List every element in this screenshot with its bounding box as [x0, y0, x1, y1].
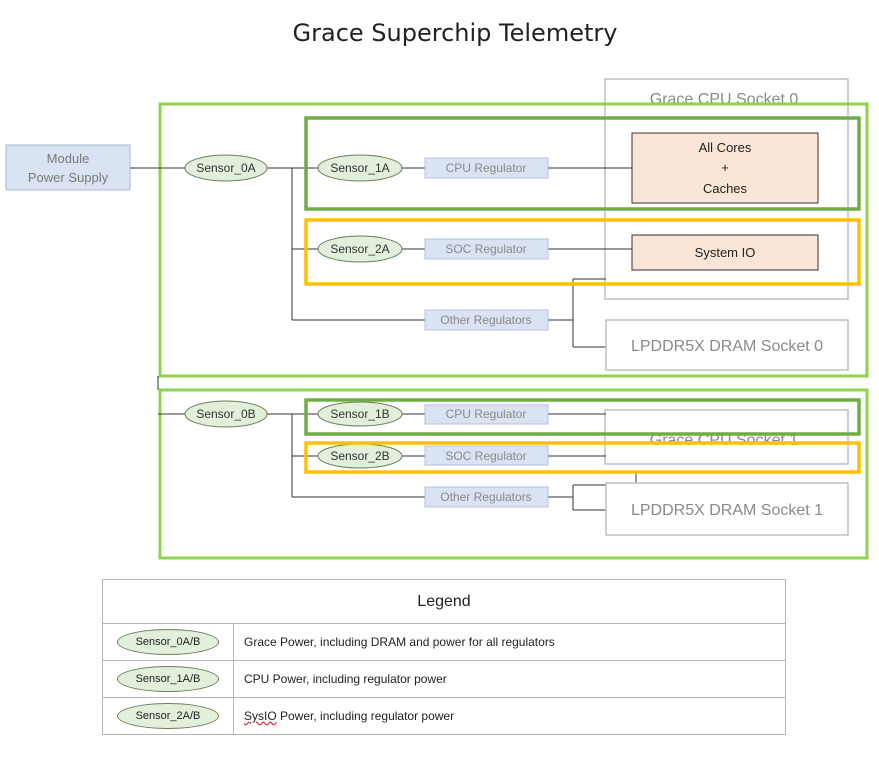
legend-sensor-0-pill: Sensor_0A/B: [117, 629, 219, 655]
sensor-1a-label: Sensor_1A: [330, 161, 389, 175]
cores-label-line1: All Cores: [699, 140, 752, 155]
soc-domain-0-frame: [304, 218, 861, 286]
dram-socket-0-label: LPDDR5X DRAM Socket 0: [631, 338, 823, 355]
sensor-0b-node: [184, 400, 268, 428]
dram-socket-0-box: [605, 319, 849, 371]
legend-description-2-rest: Power, including regulator power: [276, 709, 455, 723]
socket-1-wires: [158, 413, 637, 511]
legend-row: Sensor_1A/B CPU Power, including regulat…: [102, 660, 786, 698]
socket-1-frame: [158, 388, 869, 560]
cpu-regulator-0-box: [424, 157, 549, 179]
other-regulators-0-box: [424, 309, 549, 331]
soc-domain-1-frame: [304, 441, 861, 474]
cpu-socket-1-box: [604, 409, 849, 465]
sensor-1b-label: Sensor_1B: [330, 407, 389, 421]
socket-0-frame: [158, 102, 869, 378]
sensor-2a-label: Sensor_2A: [330, 242, 389, 256]
soc-regulator-0-box: [424, 238, 549, 260]
cores-label-line3: Caches: [703, 181, 748, 196]
other-regulators-1-label: Other Regulators: [440, 490, 531, 504]
sensor-1a-node: [317, 154, 403, 182]
module-label-line2: Power Supply: [28, 170, 109, 185]
all-cores-caches-box: [631, 132, 819, 204]
cpu-domain-1-frame: [304, 398, 861, 436]
dram-socket-1-box: [605, 482, 849, 536]
soc-regulator-0-label: SOC Regulator: [445, 242, 526, 256]
cores-label-line2: +: [721, 160, 729, 175]
module-power-supply-box: [5, 144, 131, 191]
legend-sensor-2-pill: Sensor_2A/B: [117, 703, 219, 729]
legend-description-1: CPU Power, including regulator power: [233, 660, 786, 698]
sensor-1b-node: [317, 401, 403, 427]
legend-description-2-word: SysIO: [244, 709, 277, 723]
legend-sensor-cell: Sensor_0A/B: [102, 623, 234, 661]
sensor-0b-label: Sensor_0B: [196, 407, 255, 421]
sensor-0a-node: [184, 154, 268, 182]
legend-row: Sensor_2A/B SysIO Power, including regul…: [102, 697, 786, 735]
soc-regulator-1-box: [424, 445, 549, 466]
cpu-regulator-0-label: CPU Regulator: [446, 161, 527, 175]
cpu-regulator-1-box: [424, 404, 549, 425]
legend-title: Legend: [102, 579, 786, 624]
cpu-regulator-1-label: CPU Regulator: [446, 407, 527, 421]
legend-row: Sensor_0A/B Grace Power, including DRAM …: [102, 623, 786, 661]
diagram-title: Grace Superchip Telemetry: [293, 19, 618, 47]
other-regulators-1-box: [424, 486, 549, 508]
legend-sensor-cell: Sensor_2A/B: [102, 697, 234, 735]
socket-0-wires: [130, 167, 632, 390]
legend-table: Legend Sensor_0A/B Grace Power, includin…: [102, 579, 786, 735]
soc-regulator-1-label: SOC Regulator: [445, 449, 526, 463]
module-label-line1: Module: [47, 151, 90, 166]
system-io-label: System IO: [695, 245, 756, 260]
cpu-domain-0-frame: [304, 116, 861, 211]
other-regulators-0-label: Other Regulators: [440, 313, 531, 327]
legend-sensor-cell: Sensor_1A/B: [102, 660, 234, 698]
sensor-2b-label: Sensor_2B: [330, 449, 389, 463]
sensor-0a-label: Sensor_0A: [196, 161, 255, 175]
system-io-box: [631, 234, 819, 271]
dram-socket-1-label: LPDDR5X DRAM Socket 1: [631, 502, 823, 519]
legend-description-2: SysIO Power, including regulator power: [233, 697, 786, 735]
legend-description-0: Grace Power, including DRAM and power fo…: [233, 623, 786, 661]
sensor-2a-node: [317, 235, 403, 263]
legend-sensor-1-pill: Sensor_1A/B: [117, 666, 219, 692]
